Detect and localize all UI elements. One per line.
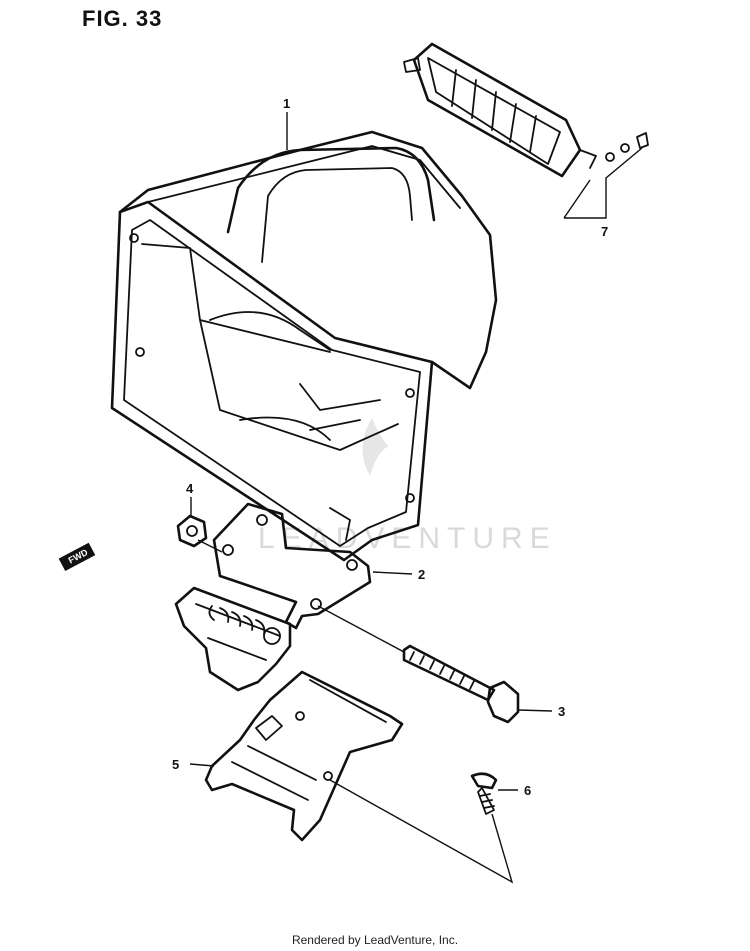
adjuster-assembly [174,586,292,692]
nut [176,514,208,548]
headlight-housing [110,130,498,562]
callout-6: 6 [524,783,532,798]
figure-title: FIG. 33 [82,6,163,31]
callout-4: 4 [186,481,194,496]
lower-bracket [204,670,404,842]
mounting-bracket [212,502,372,630]
screw [470,772,498,815]
callout-5: 5 [172,757,180,772]
bolt [402,644,520,724]
footer-credit: Rendered by LeadVenture, Inc. [291,933,459,947]
leader-lines [189,112,643,884]
callout-2: 2 [418,567,426,582]
callout-1: 1 [283,96,291,111]
callout-3: 3 [558,704,566,719]
callout-7: 7 [601,224,609,239]
grille [403,42,649,178]
